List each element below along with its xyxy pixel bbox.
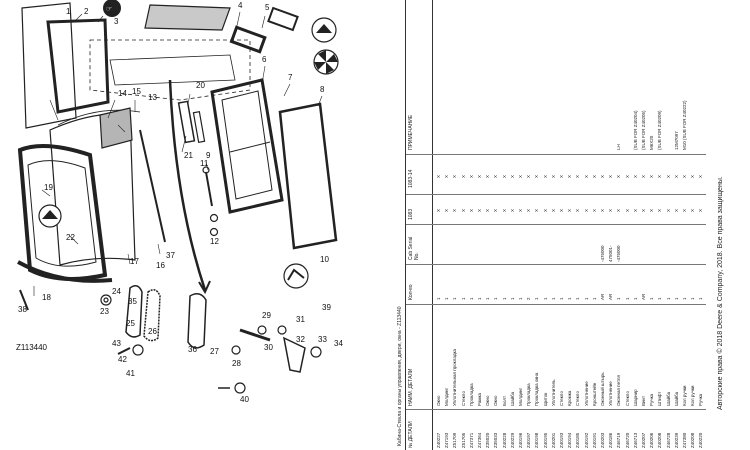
- callout-36: 36: [188, 345, 197, 354]
- callout-33: 33: [318, 335, 327, 344]
- table-header: № ДЕТАЛИ НАИМ. ДЕТАЛИ Кол-во Cab Serial …: [406, 0, 433, 450]
- cell-part-no: Z40220: [698, 432, 704, 448]
- callout-22: 22: [66, 233, 75, 242]
- parts-table-panel: Кабина-Стекла и органы управления, двери…: [395, 0, 750, 450]
- copyright: Авторские права © 2018 Deere & Company, …: [717, 176, 724, 410]
- callout-20: 20: [196, 81, 205, 90]
- fan-symbol: [313, 49, 339, 75]
- header-1083-14: 1083-14: [408, 169, 414, 188]
- callout-7: 7: [288, 73, 293, 82]
- cell-part-name: Ручка: [698, 393, 704, 406]
- callout-23: 23: [100, 307, 109, 316]
- callout-15: 15: [132, 87, 141, 96]
- callout-42: 42: [118, 355, 127, 364]
- callout-19: 19: [44, 183, 53, 192]
- cell-1083: X: [698, 208, 704, 212]
- callout-6: 6: [262, 55, 267, 64]
- callout-18: 18: [42, 293, 51, 302]
- bolt: [205, 171, 213, 207]
- callout-10: 10: [320, 255, 329, 264]
- header-note: ПРИМЕЧАНИЕ: [408, 114, 414, 150]
- callout-25: 25: [126, 319, 135, 328]
- hinge-bracket: [125, 285, 143, 338]
- svg-text:☞: ☞: [106, 6, 112, 13]
- callout-34: 34: [334, 339, 343, 348]
- callout-3: 3: [114, 17, 119, 26]
- callout-21: 21: [184, 151, 193, 160]
- header-1083: 1083: [408, 208, 414, 220]
- callout-35: 35: [128, 297, 137, 306]
- window-handle: [282, 336, 306, 373]
- callout-27: 27: [210, 347, 219, 356]
- rear-window-seal: [46, 18, 110, 114]
- table-title: Кабина-Стекла и органы управления, двери…: [397, 306, 403, 446]
- long-rod: [139, 129, 166, 243]
- callout-31: 31: [296, 315, 305, 324]
- cell-qty: 1: [698, 297, 704, 300]
- callout-14: 14: [118, 89, 127, 98]
- callout-32: 32: [296, 335, 305, 344]
- curved-glass: [49, 113, 136, 266]
- cab-body-outline: [89, 39, 251, 101]
- up-arrow-symbol: [311, 17, 337, 43]
- callout-2: 2: [84, 7, 89, 16]
- header-cab-serial: Cab Serial No.: [408, 236, 420, 260]
- callout-39: 39: [322, 303, 331, 312]
- callout-29: 29: [262, 311, 271, 320]
- header-part-name: НАИМ. ДЕТАЛИ: [408, 368, 414, 406]
- roof-panel: [144, 4, 231, 31]
- seal-small-1: [229, 25, 267, 54]
- door-glass-frame: [17, 144, 108, 281]
- callout-9: 9: [206, 151, 211, 160]
- latch-bar: [177, 100, 196, 144]
- exploded-diagram: ☞ 12345678910111213141516171819202122232…: [16, 0, 343, 404]
- callout-40: 40: [240, 395, 249, 404]
- callout-43: 43: [112, 339, 121, 348]
- seal-small-2: [267, 6, 299, 32]
- cell-1083-14: X: [698, 174, 704, 178]
- header-qty: Кол-во: [408, 284, 414, 300]
- side-window-frame: [210, 78, 284, 214]
- parts-table: № ДЕТАЛИ НАИМ. ДЕТАЛИ Кол-во Cab Serial …: [405, 0, 706, 450]
- callout-11: 11: [200, 159, 209, 168]
- callout-1: 1: [66, 7, 71, 16]
- callout-24: 24: [112, 287, 121, 296]
- callout-5: 5: [265, 3, 270, 12]
- detail-arrow: [168, 79, 207, 291]
- callout-37: 37: [166, 251, 175, 260]
- up-arrow-symbol-2: [38, 204, 62, 228]
- table-row: Z40220 Ручка 1 X X: [696, 0, 705, 450]
- rear-window-glass: [21, 2, 77, 129]
- callout-17: 17: [130, 257, 139, 266]
- callout-28: 28: [232, 359, 241, 368]
- callout-41: 41: [126, 369, 135, 378]
- parts-table-rotated: Кабина-Стекла и органы управления, двери…: [395, 0, 750, 450]
- handle-symbol: [283, 263, 309, 289]
- header-part-no: № ДЕТАЛИ: [408, 421, 414, 448]
- callout-13: 13: [148, 93, 157, 102]
- hinge-plate: [187, 293, 207, 349]
- mesh-screen: [99, 107, 133, 149]
- callout-8: 8: [320, 85, 325, 94]
- callout-4: 4: [238, 1, 243, 10]
- callout-12: 12: [210, 237, 219, 246]
- bottom-moulding: [17, 260, 113, 283]
- ro-hand-symbol: ☞: [103, 0, 121, 17]
- callout-30: 30: [264, 343, 273, 352]
- side-window-glass: [278, 102, 338, 250]
- callout-16: 16: [156, 261, 165, 270]
- figure-id: Z113440: [16, 343, 48, 352]
- callout-26: 26: [148, 327, 157, 336]
- callout-38: 38: [18, 305, 27, 314]
